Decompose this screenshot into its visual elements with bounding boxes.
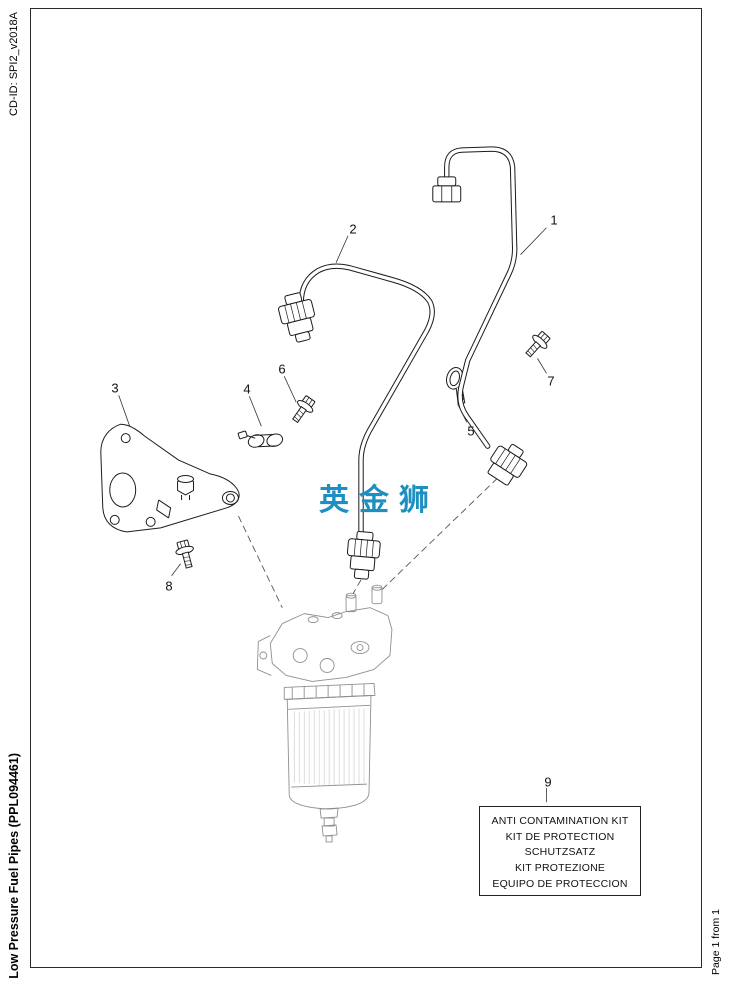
bolt-6-drawing bbox=[292, 395, 316, 424]
technical-drawing bbox=[100, 146, 551, 843]
pipe-clamp-4-drawing bbox=[237, 430, 284, 448]
filter-bowl-shading bbox=[293, 708, 365, 786]
fuel-pipe-2-drawing bbox=[298, 263, 435, 537]
watermark: 英金狮 bbox=[319, 484, 439, 517]
callout-7: 7 bbox=[547, 373, 555, 389]
bolt-8-drawing bbox=[175, 539, 194, 569]
kit-box-line: KIT PROTEZIONE bbox=[514, 862, 606, 875]
fuel-filter-assembly-drawing bbox=[256, 584, 393, 843]
callout-1: 1 bbox=[550, 212, 558, 228]
callout-2: 2 bbox=[349, 221, 357, 237]
anti-contamination-kit-box: ANTI CONTAMINATION KIT KIT DE PROTECTION S… bbox=[479, 806, 641, 896]
callout-3: 3 bbox=[111, 380, 119, 396]
kit-box-line: SCHUTZSATZ bbox=[524, 846, 596, 859]
pipe-1-top-nut bbox=[432, 176, 462, 203]
kit-box-line: EQUIPO DE PROTECCION bbox=[492, 877, 628, 890]
pipe-2-top-connector bbox=[278, 292, 315, 343]
callout-9: 9 bbox=[544, 774, 552, 790]
assembly-dashed-lines bbox=[237, 477, 498, 608]
pipe-1-bottom-connector bbox=[487, 443, 528, 486]
pipe-clamp-5-drawing bbox=[446, 367, 466, 405]
callout-leader-lines bbox=[118, 227, 547, 803]
drawing-frame: 英金狮 1 2 3 4 5 6 7 8 9 ANTI CONTAMINATION KIT KIT … bbox=[30, 8, 702, 968]
kit-box-line: KIT DE PROTECTION bbox=[505, 830, 615, 843]
callout-6: 6 bbox=[278, 361, 286, 377]
kit-box-line: ANTI CONTAMINATION KIT bbox=[491, 815, 629, 827]
bracket-drawing bbox=[100, 423, 240, 533]
bolt-7-drawing bbox=[525, 331, 551, 358]
callout-5: 5 bbox=[467, 423, 475, 439]
callout-4: 4 bbox=[243, 381, 251, 397]
fuel-pipe-1-drawing bbox=[444, 146, 518, 449]
cd-id-label: CD-ID: SPI2_v2018A bbox=[8, 12, 20, 116]
page-number-label: Page 1 from 1 bbox=[710, 909, 722, 975]
document-title: Low Pressure Fuel Pipes (PPL094461) bbox=[7, 753, 21, 979]
pipe-2-bottom-connector bbox=[346, 530, 381, 580]
callout-8: 8 bbox=[165, 578, 173, 594]
